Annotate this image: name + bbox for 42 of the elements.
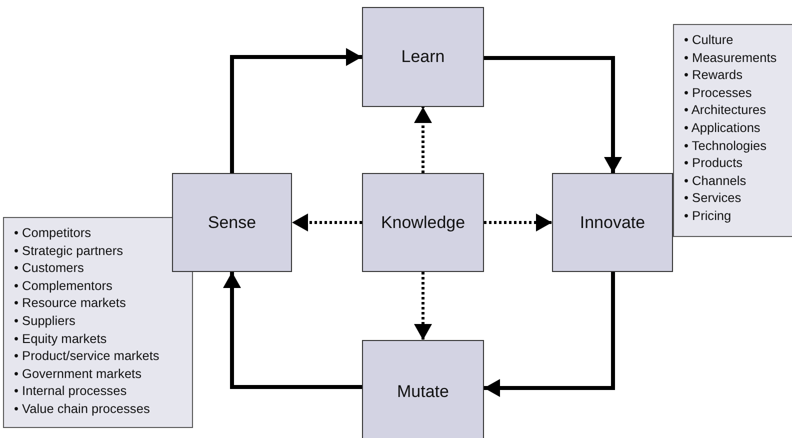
process-box bbox=[362, 340, 484, 438]
knowledge-box bbox=[362, 173, 484, 272]
list-item: • Competitors bbox=[14, 224, 92, 242]
list-item: • Internal processes bbox=[14, 382, 128, 400]
process-box bbox=[172, 173, 292, 272]
list-item: • Complementors bbox=[14, 276, 114, 294]
list-item: • Product/service markets bbox=[14, 347, 160, 365]
list-item: • Processes bbox=[684, 84, 753, 102]
list-item: • Strategic partners bbox=[14, 242, 124, 260]
box-label: Sense bbox=[208, 212, 256, 232]
list-panel bbox=[3, 217, 193, 428]
dotted-arrow bbox=[292, 214, 362, 232]
list-item: • Value chain processes bbox=[14, 400, 151, 418]
box-label: Learn bbox=[401, 47, 445, 67]
list-item: • Products bbox=[684, 154, 744, 172]
dotted-arrow bbox=[414, 107, 432, 173]
dotted-arrow bbox=[414, 272, 432, 340]
arrow bbox=[230, 48, 362, 173]
process-box bbox=[552, 173, 673, 272]
list-item: • Applications bbox=[684, 118, 762, 137]
list-item: • Government markets bbox=[14, 364, 143, 382]
list-item: • Customers bbox=[14, 259, 85, 277]
box-label: Knowledge bbox=[380, 212, 466, 232]
list-panel bbox=[673, 24, 792, 237]
list-item: • Suppliers bbox=[14, 312, 76, 330]
list-item: • Services bbox=[684, 189, 742, 207]
box-label: Innovate bbox=[580, 212, 646, 232]
box-label: Mutate bbox=[397, 382, 449, 402]
list-item: • Channels bbox=[684, 172, 748, 190]
list-item: • Resource markets bbox=[14, 294, 127, 312]
list-item: • Culture bbox=[684, 31, 734, 49]
list-item: • Technologies bbox=[684, 136, 768, 154]
arrow bbox=[484, 56, 622, 173]
list-item: • Pricing bbox=[684, 206, 732, 225]
arrow bbox=[484, 272, 615, 397]
list-item: • Rewards bbox=[684, 66, 744, 84]
list-item: • Equity markets bbox=[14, 330, 108, 348]
process-box bbox=[362, 7, 484, 107]
dotted-arrow bbox=[484, 214, 552, 232]
list-item: • Architectures bbox=[684, 101, 768, 119]
list-item: • Measurements bbox=[684, 48, 778, 66]
arrow bbox=[223, 272, 362, 389]
